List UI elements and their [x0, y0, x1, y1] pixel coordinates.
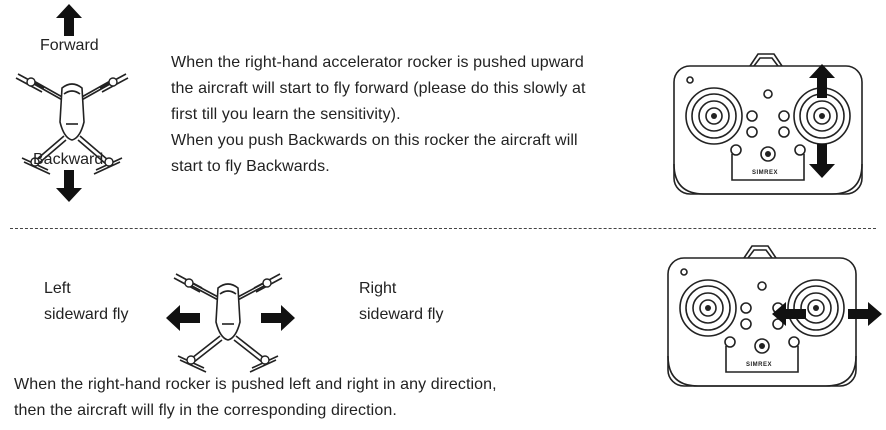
text-line: then the aircraft will fly in the corres… [14, 402, 397, 419]
text-line: first till you learn the sensitivity). [171, 106, 401, 123]
label-backward: Backward [33, 151, 104, 168]
arrow-up-icon [809, 64, 835, 98]
arrow-right-icon [261, 305, 295, 331]
arrow-down-icon [809, 144, 835, 178]
controller-icon [667, 245, 857, 387]
arrow-left-icon [166, 305, 200, 331]
label-left: Left [44, 280, 71, 297]
controller-sideward: SIMREX [662, 245, 882, 396]
arrow-up-icon [56, 4, 82, 36]
text-line: start to fly Backwards. [171, 158, 330, 175]
arrow-down-icon [56, 170, 82, 202]
text-line: When you push Backwards on this rocker t… [171, 132, 578, 149]
label-right-sideward: sideward fly [359, 306, 444, 323]
label-forward: Forward [40, 37, 99, 54]
drone-icon [15, 73, 129, 175]
controller-forward: SIMREX [668, 53, 868, 204]
drone-icon [173, 273, 283, 373]
text-line: When the right-hand accelerator rocker i… [171, 54, 584, 71]
forward-description: When the right-hand accelerator rocker i… [171, 50, 641, 180]
label-left-sideward: sideward fly [44, 306, 129, 323]
arrow-left-icon [772, 302, 806, 326]
controller-brand: SIMREX [752, 170, 779, 176]
section-divider [10, 228, 876, 229]
text-line: When the right-hand rocker is pushed lef… [14, 376, 497, 393]
controller-brand: SIMREX [746, 362, 773, 368]
arrow-right-icon [848, 302, 882, 326]
text-line: the aircraft will start to fly forward (… [171, 80, 586, 97]
label-right: Right [359, 280, 397, 297]
sideward-description: When the right-hand rocker is pushed lef… [14, 372, 574, 424]
controller-icon [673, 53, 863, 195]
